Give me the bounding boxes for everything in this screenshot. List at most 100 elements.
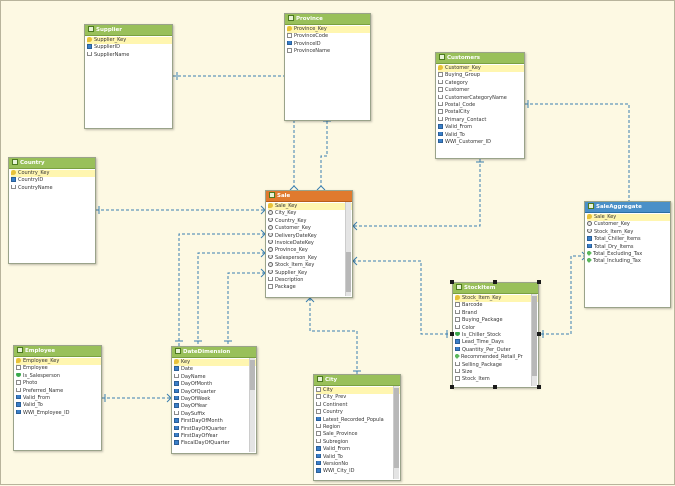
field-row[interactable]: FirstDayOfQuarter bbox=[174, 425, 256, 433]
field-row[interactable]: Lead_Time_Days bbox=[455, 339, 538, 346]
field-row[interactable]: VersionNo bbox=[316, 460, 400, 468]
field-row[interactable]: Recommended_Retail_Pr bbox=[455, 354, 538, 361]
field-row[interactable]: Customer_Key bbox=[587, 221, 670, 228]
field-row[interactable]: Country bbox=[316, 409, 400, 416]
selection-handle[interactable] bbox=[537, 332, 541, 336]
table-header[interactable]: Sale bbox=[266, 191, 352, 202]
field-row[interactable]: Stock_Item_Key bbox=[587, 228, 670, 236]
field-row[interactable]: WWI_Employee_ID bbox=[16, 409, 101, 417]
field-row[interactable]: Sale_Key bbox=[268, 203, 352, 211]
table-header[interactable]: Customers bbox=[436, 53, 524, 64]
field-row[interactable]: Date bbox=[174, 366, 256, 373]
field-row[interactable]: Package bbox=[268, 284, 352, 291]
selection-handle[interactable] bbox=[493, 280, 497, 284]
field-row[interactable]: Valid_From bbox=[438, 124, 524, 131]
field-row[interactable]: DayOfMonth bbox=[174, 381, 256, 388]
field-row[interactable]: Total_Excluding_Tax bbox=[587, 250, 670, 258]
field-row[interactable]: Region bbox=[316, 423, 400, 431]
selection-handle[interactable] bbox=[493, 385, 497, 389]
table-header[interactable]: Employee bbox=[14, 346, 101, 357]
field-row[interactable]: ProvinceID bbox=[287, 40, 370, 48]
field-row[interactable]: Category bbox=[438, 79, 524, 87]
field-row[interactable]: Is_Chiller_Stock bbox=[455, 331, 538, 339]
field-row[interactable]: City_Key bbox=[268, 210, 352, 217]
field-row[interactable]: Country_Key bbox=[11, 170, 95, 178]
field-row[interactable]: FirstDayOfYear bbox=[174, 432, 256, 440]
scrollbar[interactable] bbox=[393, 386, 399, 479]
field-row[interactable]: Stock_Item_Key bbox=[455, 295, 538, 303]
field-row[interactable]: ProvinceCode bbox=[287, 33, 370, 40]
table-header[interactable]: StockItem bbox=[453, 283, 538, 294]
selection-handle[interactable] bbox=[537, 280, 541, 284]
field-row[interactable]: DayName bbox=[174, 373, 256, 381]
field-row[interactable]: SupplierName bbox=[87, 51, 172, 59]
field-row[interactable]: CountryID bbox=[11, 177, 95, 184]
field-row[interactable]: Photo bbox=[16, 380, 101, 387]
field-row[interactable]: ProvinceName bbox=[287, 48, 370, 55]
field-row[interactable]: Primary_Contact bbox=[438, 116, 524, 124]
scrollbar[interactable] bbox=[531, 294, 537, 386]
field-row[interactable]: Total_Chiller_Items bbox=[587, 236, 670, 243]
scrollbar[interactable] bbox=[249, 358, 255, 452]
field-row[interactable]: InvoiceDateKey bbox=[268, 239, 352, 247]
field-row[interactable]: Buying_Package bbox=[455, 317, 538, 324]
field-row[interactable]: Selling_Package bbox=[455, 361, 538, 369]
table-header[interactable]: Province bbox=[285, 14, 370, 25]
field-row[interactable]: Total_Dry_Items bbox=[587, 243, 670, 251]
field-row[interactable]: Salesperson_Key bbox=[268, 254, 352, 262]
selection-handle[interactable] bbox=[450, 280, 454, 284]
scrollbar[interactable] bbox=[345, 202, 351, 296]
field-row[interactable]: CustomerCategoryName bbox=[438, 94, 524, 102]
scrollbar-thumb[interactable] bbox=[250, 360, 255, 390]
field-row[interactable]: Stock_Item bbox=[455, 376, 538, 383]
table-header[interactable]: DateDimension bbox=[172, 347, 256, 358]
field-row[interactable]: DeliveryDateKey bbox=[268, 232, 352, 240]
field-row[interactable]: PostalCity bbox=[438, 109, 524, 116]
field-row[interactable]: Quantity_Per_Outer bbox=[455, 346, 538, 354]
field-row[interactable]: Color bbox=[455, 324, 538, 332]
field-row[interactable]: Employee bbox=[16, 365, 101, 372]
field-row[interactable]: DayOfYear bbox=[174, 403, 256, 410]
field-row[interactable]: Valid_To bbox=[16, 402, 101, 409]
selection-handle[interactable] bbox=[450, 332, 454, 336]
field-row[interactable]: DayOfWeek bbox=[174, 395, 256, 403]
field-row[interactable]: Is_Salesperson bbox=[16, 372, 101, 380]
field-row[interactable]: City_Prev bbox=[316, 394, 400, 401]
field-row[interactable]: Postal_Code bbox=[438, 101, 524, 109]
field-row[interactable]: Supplier_Key bbox=[268, 269, 352, 277]
table-header[interactable]: Country bbox=[9, 158, 95, 169]
field-row[interactable]: FiscalDayOfQuarter bbox=[174, 440, 256, 447]
scrollbar-thumb[interactable] bbox=[394, 388, 399, 468]
table-header[interactable]: City bbox=[314, 375, 400, 386]
field-row[interactable]: CountryName bbox=[11, 184, 95, 192]
scrollbar-thumb[interactable] bbox=[532, 296, 537, 376]
scrollbar-thumb[interactable] bbox=[346, 252, 351, 292]
field-row[interactable]: Brand bbox=[455, 309, 538, 317]
field-row[interactable]: Total_Including_Tax bbox=[587, 258, 670, 265]
field-row[interactable]: Key bbox=[174, 359, 256, 367]
field-row[interactable]: Employee_Key bbox=[16, 358, 101, 366]
field-row[interactable]: Stock_Item_Key bbox=[268, 262, 352, 269]
field-row[interactable]: Valid_From bbox=[16, 394, 101, 402]
field-row[interactable]: Barcode bbox=[455, 302, 538, 309]
selection-handle[interactable] bbox=[450, 385, 454, 389]
field-row[interactable]: Country_Key bbox=[268, 217, 352, 225]
field-row[interactable]: Buying_Group bbox=[438, 72, 524, 79]
field-row[interactable]: DayOfQuarter bbox=[174, 388, 256, 396]
selection-handle[interactable] bbox=[537, 385, 541, 389]
field-row[interactable]: Province_Key bbox=[268, 247, 352, 254]
field-row[interactable]: Province_Key bbox=[287, 26, 370, 34]
field-row[interactable]: WWI_Customer_ID bbox=[438, 138, 524, 146]
field-row[interactable]: Size bbox=[455, 368, 538, 376]
field-row[interactable]: SupplierID bbox=[87, 44, 172, 51]
field-row[interactable]: City bbox=[316, 387, 400, 395]
field-row[interactable]: Valid_To bbox=[438, 131, 524, 139]
field-row[interactable]: Continent bbox=[316, 401, 400, 409]
